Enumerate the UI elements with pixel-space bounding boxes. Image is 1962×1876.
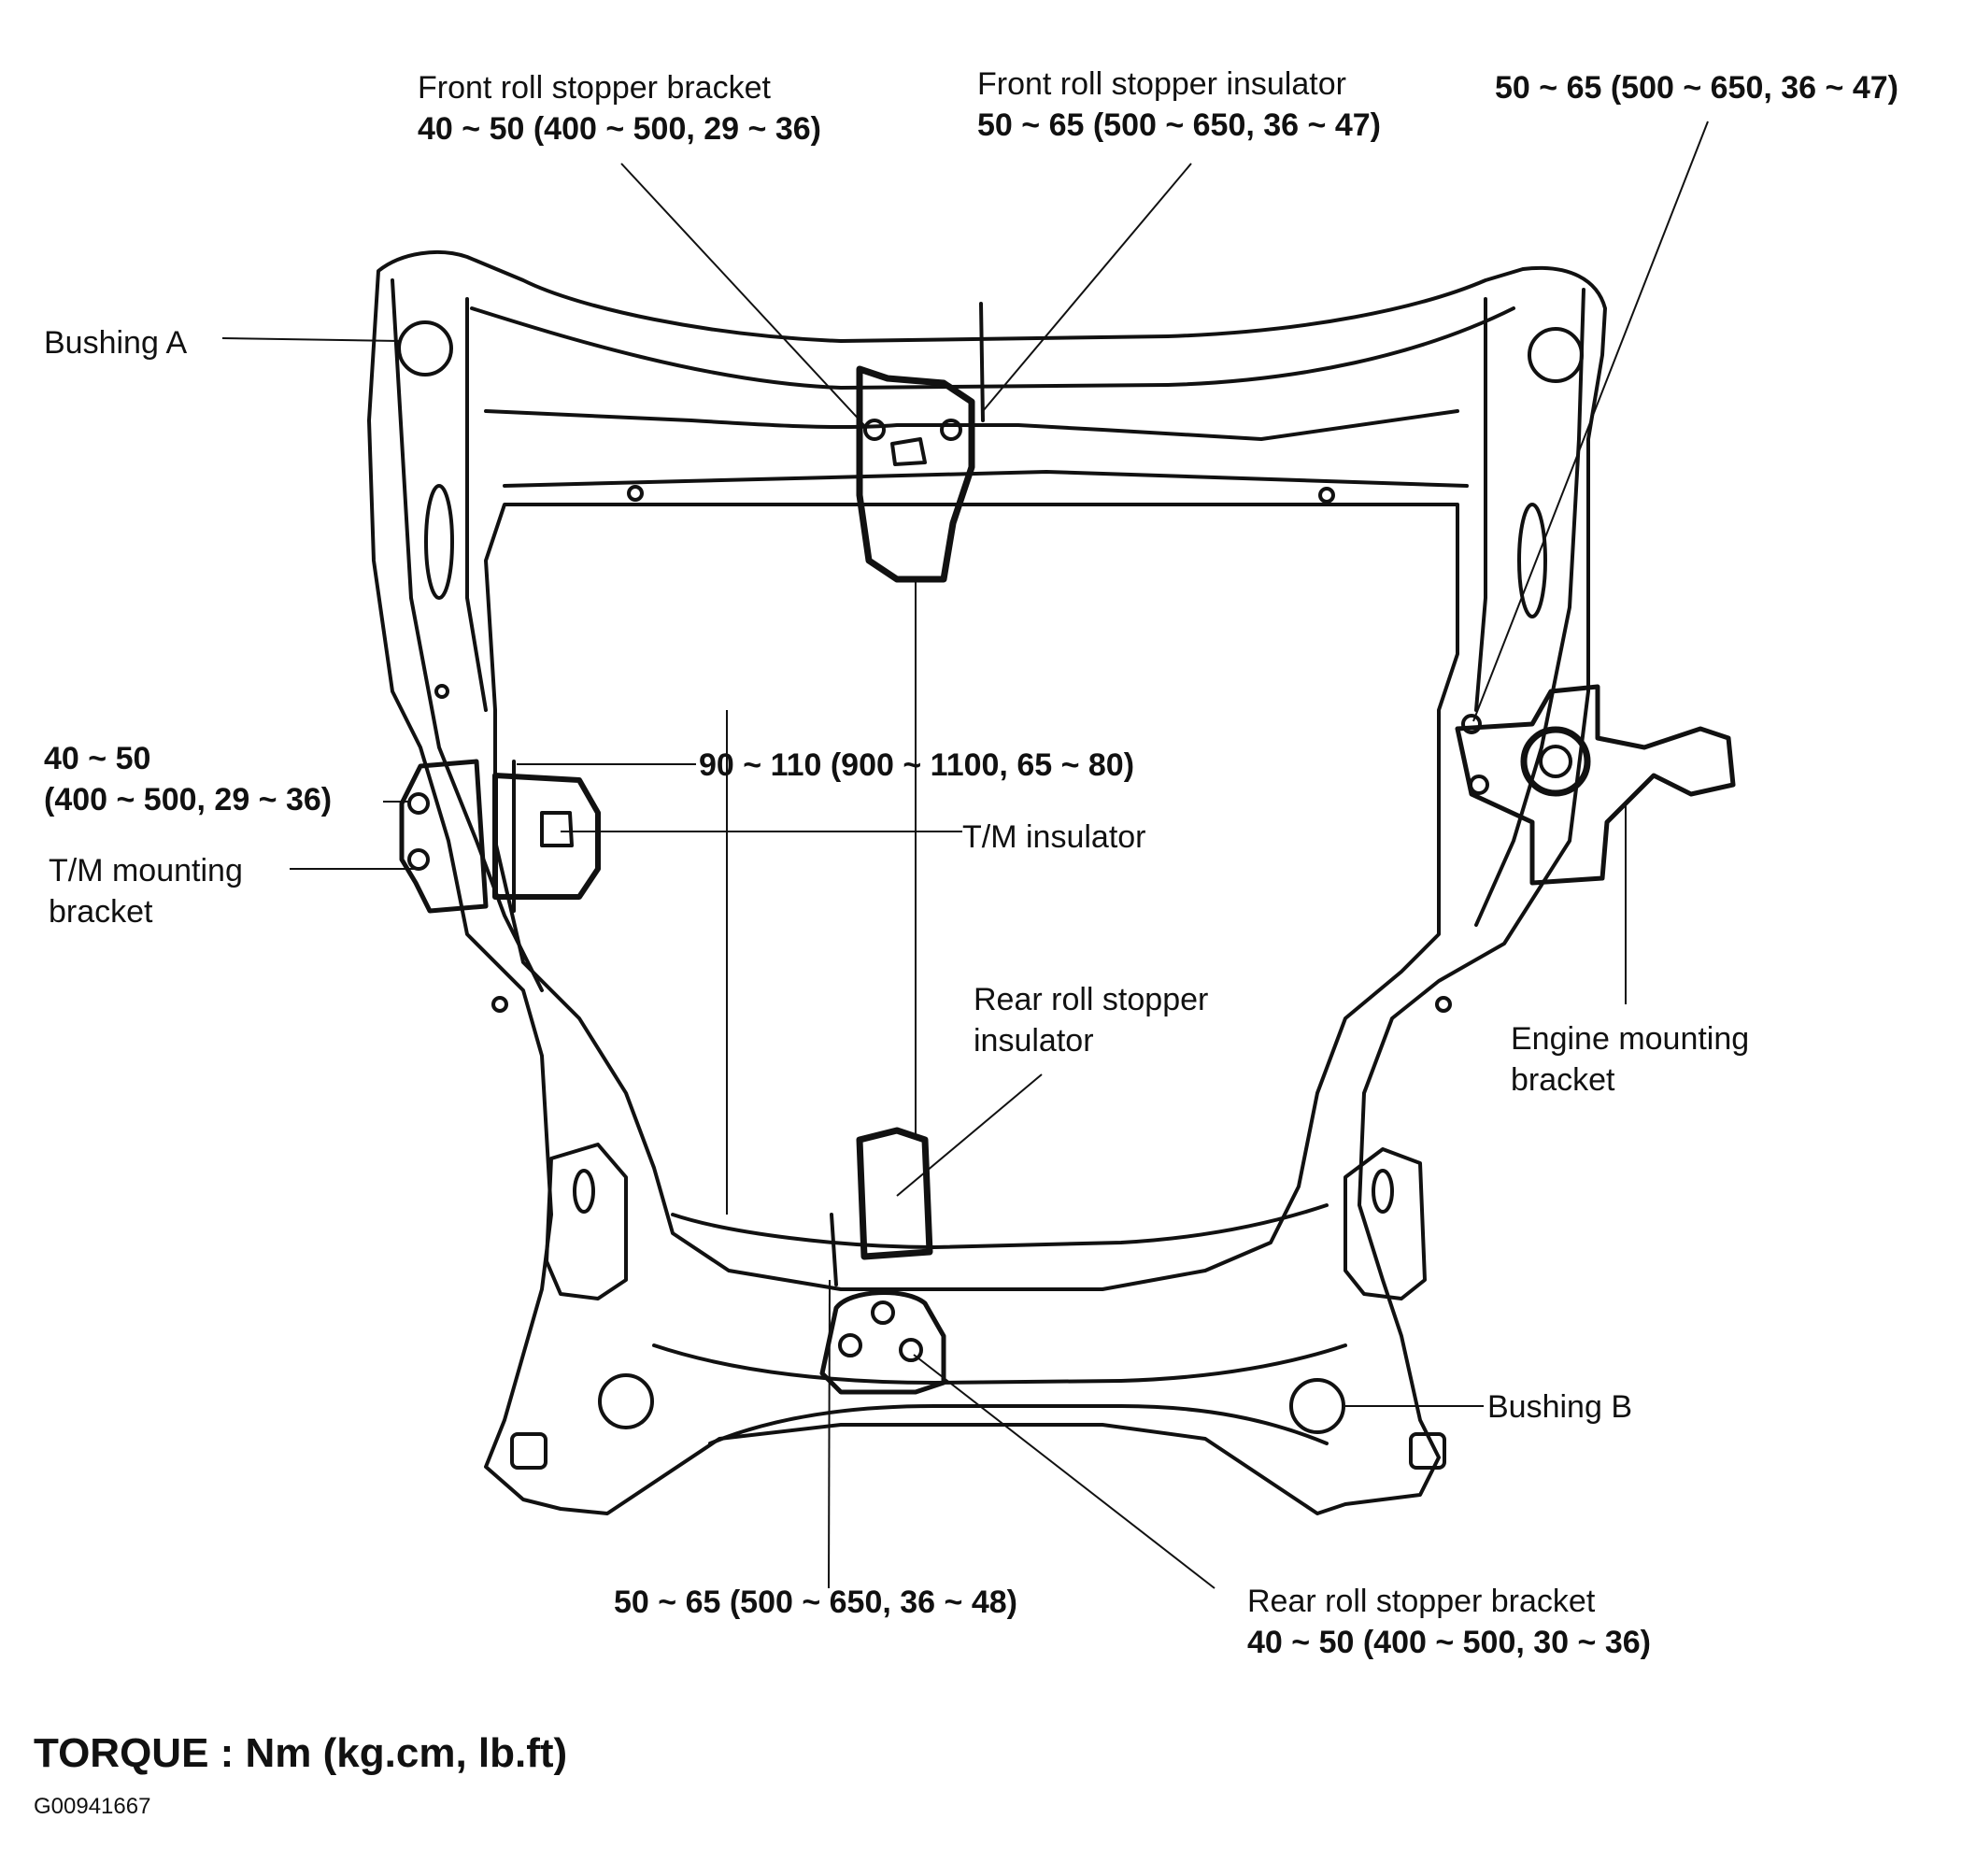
leader-front-insulator (982, 163, 1192, 412)
tm-bracket-bolt-lower (407, 848, 430, 871)
label-tm-bracket-bolt: 40 ~ 50 (400 ~ 500, 29 ~ 36) (44, 738, 332, 820)
front-insulator-stud (979, 302, 985, 422)
rear-roll-bracket-torque: 40 ~ 50 (400 ~ 500, 30 ~ 36) (1247, 1625, 1651, 1660)
engine-bracket-bolt-b (1469, 775, 1489, 795)
hole-left-lower (491, 996, 508, 1013)
leader-rear-insulator-bolt (828, 1279, 831, 1589)
rear-roll-bracket-name: Rear roll stopper bracket (1247, 1584, 1596, 1619)
front-roll-bracket-torque: 40 ~ 50 (400 ~ 500, 29 ~ 36) (418, 111, 821, 147)
rear-left-pad (545, 1143, 628, 1300)
engine-bracket-bolt-torque: 50 ~ 65 (500 ~ 650, 36 ~ 47) (1495, 70, 1898, 106)
label-front-roll-stopper-bracket: Front roll stopper bracket 40 ~ 50 (400 … (418, 67, 821, 149)
rear-roll-insulator-name-1: Rear roll stopper (974, 982, 1209, 1017)
right-rail-inner (1474, 297, 1487, 712)
bushing-rear-left (598, 1373, 654, 1429)
tm-insulator-bolt-torque: 90 ~ 110 (900 ~ 1100, 65 ~ 80) (699, 747, 1135, 783)
label-tm-mounting-bracket: T/M mounting bracket (49, 850, 243, 932)
label-rear-roll-stopper-insulator: Rear roll stopper insulator (974, 979, 1208, 1061)
front-bracket-slot (890, 437, 927, 466)
leader-front-bracket (620, 163, 865, 426)
label-bushing-b: Bushing B (1487, 1386, 1632, 1428)
rear-roll-stopper-bracket (819, 1290, 946, 1395)
left-rail-outer (391, 278, 544, 992)
tm-bracket-bolt-torque-2: (400 ~ 500, 29 ~ 36) (44, 782, 333, 817)
subframe-inner-opening (484, 503, 1459, 1291)
rear-roll-stopper-insulator (856, 1127, 933, 1260)
hole-front-right (1318, 487, 1335, 504)
label-rear-roll-stopper-bracket: Rear roll stopper bracket 40 ~ 50 (400 ~… (1247, 1581, 1651, 1663)
left-side-slot (424, 484, 454, 600)
label-engine-mounting-bracket: Engine mounting bracket (1511, 1018, 1749, 1101)
rear-beam-lower (652, 1343, 1347, 1385)
tm-insulator-core (540, 811, 574, 847)
figure-id: G00941667 (34, 1794, 151, 1819)
leader-rear-bracket (913, 1354, 1216, 1589)
front-beam-upper (470, 306, 1515, 390)
bushing-b (1289, 1378, 1345, 1434)
bushing-a-name: Bushing A (44, 325, 188, 361)
front-roll-bracket-name: Front roll stopper bracket (418, 70, 771, 106)
front-roll-insulator-name: Front roll stopper insulator (977, 66, 1346, 102)
rear-insulator-stud (830, 1213, 838, 1286)
rear-right-corner-tab (1409, 1432, 1446, 1470)
bushing-right-front (1528, 327, 1584, 383)
rear-beam-bottom (708, 1404, 1329, 1445)
engine-mount-boss-inner (1539, 745, 1572, 778)
hole-left-side (434, 684, 449, 699)
rear-left-corner-tab (510, 1432, 547, 1470)
engine-mounting-bracket-name-2: bracket (1511, 1062, 1615, 1098)
bushing-b-name: Bushing B (1487, 1389, 1632, 1425)
rear-right-pad (1344, 1147, 1427, 1300)
front-roll-stopper-bracket (856, 365, 975, 583)
label-rear-insulator-bolt: 50 ~ 65 (500 ~ 650, 36 ~ 48) (614, 1582, 1017, 1623)
right-rail-outer (1474, 288, 1585, 927)
rear-left-pad-slot (573, 1169, 595, 1214)
tm-insulator-name: T/M insulator (962, 819, 1146, 855)
rear-bracket-bolt-top (871, 1300, 895, 1325)
rear-roll-insulator-name-2: insulator (974, 1023, 1094, 1059)
bushing-a-left (397, 320, 453, 377)
rear-bracket-bolt-left (838, 1333, 862, 1357)
torque-unit-legend: TORQUE : Nm (kg.cm, lb.ft) (34, 1730, 568, 1776)
tm-mounting-bracket-name-1: T/M mounting (49, 853, 243, 888)
label-tm-insulator-bolt: 90 ~ 110 (900 ~ 1100, 65 ~ 80) (699, 745, 1134, 786)
label-bushing-a: Bushing A (44, 322, 187, 363)
tm-bracket-bolt-torque-1: 40 ~ 50 (44, 741, 151, 776)
left-rail-inner (465, 297, 488, 712)
leader-rear-insulator (896, 1073, 1043, 1197)
front-roll-insulator-torque: 50 ~ 65 (500 ~ 650, 36 ~ 47) (977, 107, 1381, 143)
label-front-roll-stopper-insulator: Front roll stopper insulator 50 ~ 65 (50… (977, 64, 1381, 146)
engine-bracket-bolt-a (1461, 714, 1482, 734)
label-engine-bracket-bolt: 50 ~ 65 (500 ~ 650, 36 ~ 47) (1495, 67, 1898, 108)
front-beam-mid (503, 470, 1469, 488)
tm-mounting-bracket (399, 759, 489, 914)
engine-mount-boss (1520, 726, 1591, 797)
rear-beam-upper (671, 1203, 1329, 1249)
rear-right-pad-slot (1372, 1169, 1394, 1214)
hole-front-left (627, 485, 644, 502)
tm-insulator-body (492, 773, 601, 900)
leader-bushing-a (221, 337, 401, 342)
front-bracket-bolt-right (940, 419, 962, 441)
front-beam-lower (484, 409, 1459, 441)
rear-insulator-bolt-torque: 50 ~ 65 (500 ~ 650, 36 ~ 48) (614, 1585, 1017, 1620)
tm-bracket-bolt-upper (407, 792, 430, 815)
hole-right-lower (1435, 996, 1452, 1013)
engine-mounting-bracket (1455, 684, 1736, 886)
leader-engine-bolt (1472, 121, 1709, 722)
label-tm-insulator: T/M insulator (962, 817, 1146, 858)
front-bracket-bolt-left (863, 419, 886, 441)
rear-bracket-bolt-right (899, 1338, 923, 1362)
engine-mounting-bracket-name-1: Engine mounting (1511, 1021, 1750, 1057)
right-side-slot (1517, 503, 1547, 618)
tm-mounting-bracket-name-2: bracket (49, 894, 153, 930)
subframe-outline (367, 250, 1607, 1515)
